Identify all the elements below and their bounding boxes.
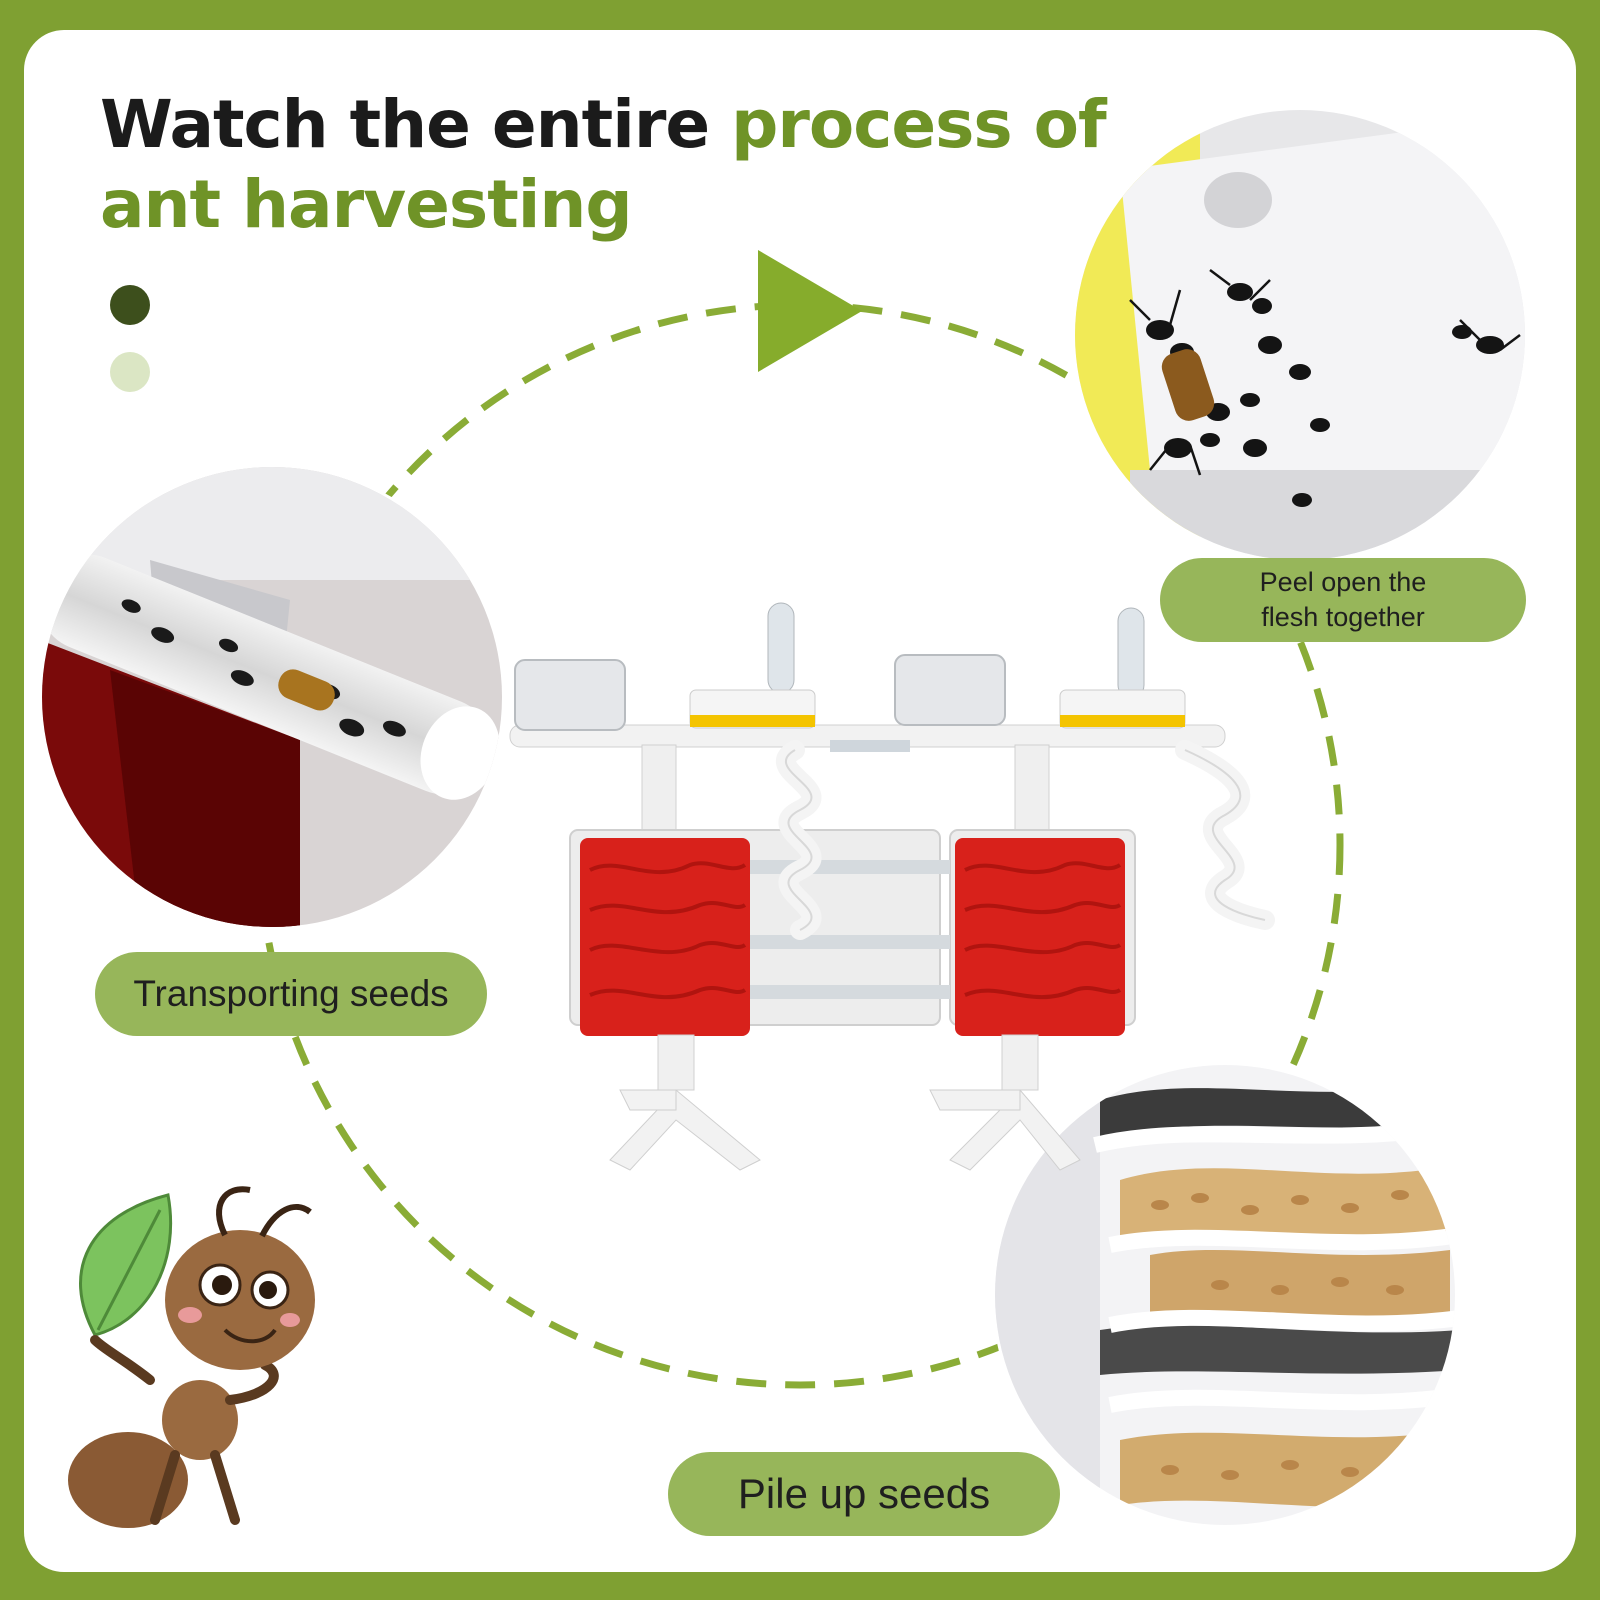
- photo-seed-pile: [992, 1062, 1458, 1528]
- headline-green-part: process of: [731, 86, 1107, 163]
- photo-ants-peeling: [1070, 105, 1530, 565]
- photo-ants-transporting: [39, 464, 505, 930]
- label-transporting-text: Transporting seeds: [133, 973, 449, 1014]
- headline-second-line: ant harvesting: [100, 166, 633, 243]
- label-peel-line-1: Peel open the: [1259, 567, 1427, 597]
- cartoon-ant-icon: [68, 1186, 315, 1528]
- indicator-dot-dark: [110, 285, 150, 325]
- label-pile-up-seeds: Pile up seeds: [668, 1452, 1060, 1536]
- indicator-dot-light: [110, 352, 150, 392]
- headline: Watch the entire process of ant harvesti…: [100, 85, 1107, 245]
- play-arrow-icon: [758, 250, 862, 372]
- ant-farm-product: [509, 602, 1275, 1171]
- label-peel-line-2: flesh together: [1261, 602, 1425, 632]
- cycle-dashed-ring: [256, 301, 1344, 1389]
- label-peel-open: Peel open the flesh together: [1160, 558, 1526, 642]
- label-transporting-seeds: Transporting seeds: [95, 952, 487, 1036]
- headline-dark-part: Watch the entire: [100, 86, 732, 163]
- label-pile-text: Pile up seeds: [737, 1470, 991, 1517]
